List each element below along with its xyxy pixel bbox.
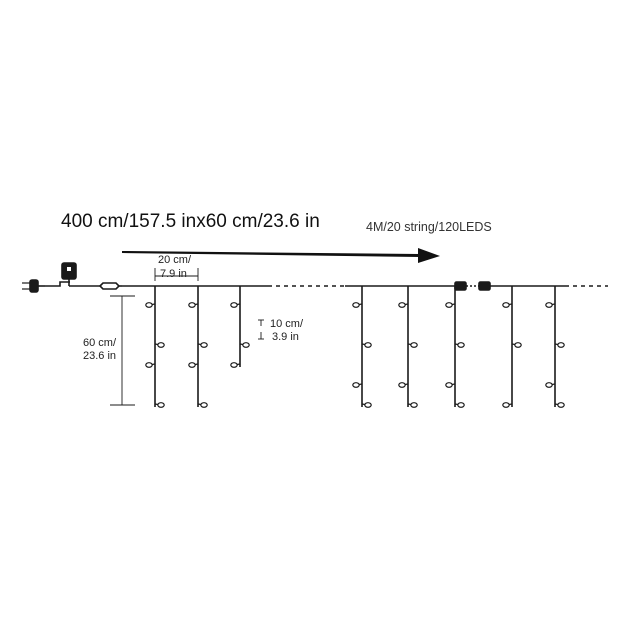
led-bulb-icon [545, 382, 556, 388]
led-bulb-icon [545, 302, 556, 308]
light-strand [352, 286, 372, 408]
spec-label: 4M/20 string/120LEDS [366, 220, 492, 234]
led-bulb-icon [145, 302, 156, 308]
light-strand [445, 286, 465, 408]
led-bulb-icon [230, 302, 241, 308]
strands [145, 286, 565, 408]
light-strand [398, 286, 418, 408]
led-spacing-label-cm: 10 cm/ [270, 318, 304, 330]
string-spacing-label-in: 7.9 in [160, 268, 187, 280]
led-bulb-icon [154, 342, 165, 348]
light-strand [188, 286, 208, 408]
led-bulb-icon [445, 302, 456, 308]
light-strand [230, 286, 250, 368]
led-bulb-icon [361, 402, 372, 408]
led-bulb-icon [398, 302, 409, 308]
led-bulb-icon [197, 402, 208, 408]
light-strand [145, 286, 165, 408]
led-bulb-icon [239, 342, 250, 348]
length-arrow-shaft [122, 251, 420, 257]
led-bulb-icon [398, 382, 409, 388]
length-arrow [122, 248, 440, 263]
led-bulb-icon [454, 342, 465, 348]
light-strand [545, 286, 565, 408]
drop-length-label-cm: 60 cm/ [83, 337, 117, 349]
led-bulb-icon [230, 362, 241, 368]
led-bulb-icon [352, 382, 363, 388]
led-bulb-icon [188, 302, 199, 308]
connector-icon [98, 282, 121, 290]
led-bulb-icon [445, 382, 456, 388]
diagram-title: 400 cm/157.5 inx60 cm/23.6 in [61, 211, 320, 232]
led-bulb-icon [197, 342, 208, 348]
led-bulb-icon [454, 402, 465, 408]
drop-length-label-in: 23.6 in [83, 350, 117, 362]
led-bulb-icon [352, 302, 363, 308]
led-bulb-icon [511, 342, 522, 348]
plug-icon [29, 279, 39, 293]
led-bulb-icon [407, 342, 418, 348]
led-bulb-icon [188, 362, 199, 368]
led-bulb-icon [554, 342, 565, 348]
led-bulb-icon [145, 362, 156, 368]
length-arrow-head [418, 248, 440, 263]
led-bulb-icon [502, 302, 513, 308]
mid-connector-icon [454, 281, 467, 291]
led-spacing-label-in: 3.9 in [272, 331, 299, 343]
string-spacing-label-cm: 20 cm/ [158, 254, 192, 266]
led-bulb-icon [361, 342, 372, 348]
led-bulb-icon [502, 402, 513, 408]
main-wire [22, 262, 608, 406]
led-bulb-icon [154, 402, 165, 408]
light-strand [502, 286, 522, 408]
led-bulb-icon [554, 402, 565, 408]
led-bulb-icon [407, 402, 418, 408]
